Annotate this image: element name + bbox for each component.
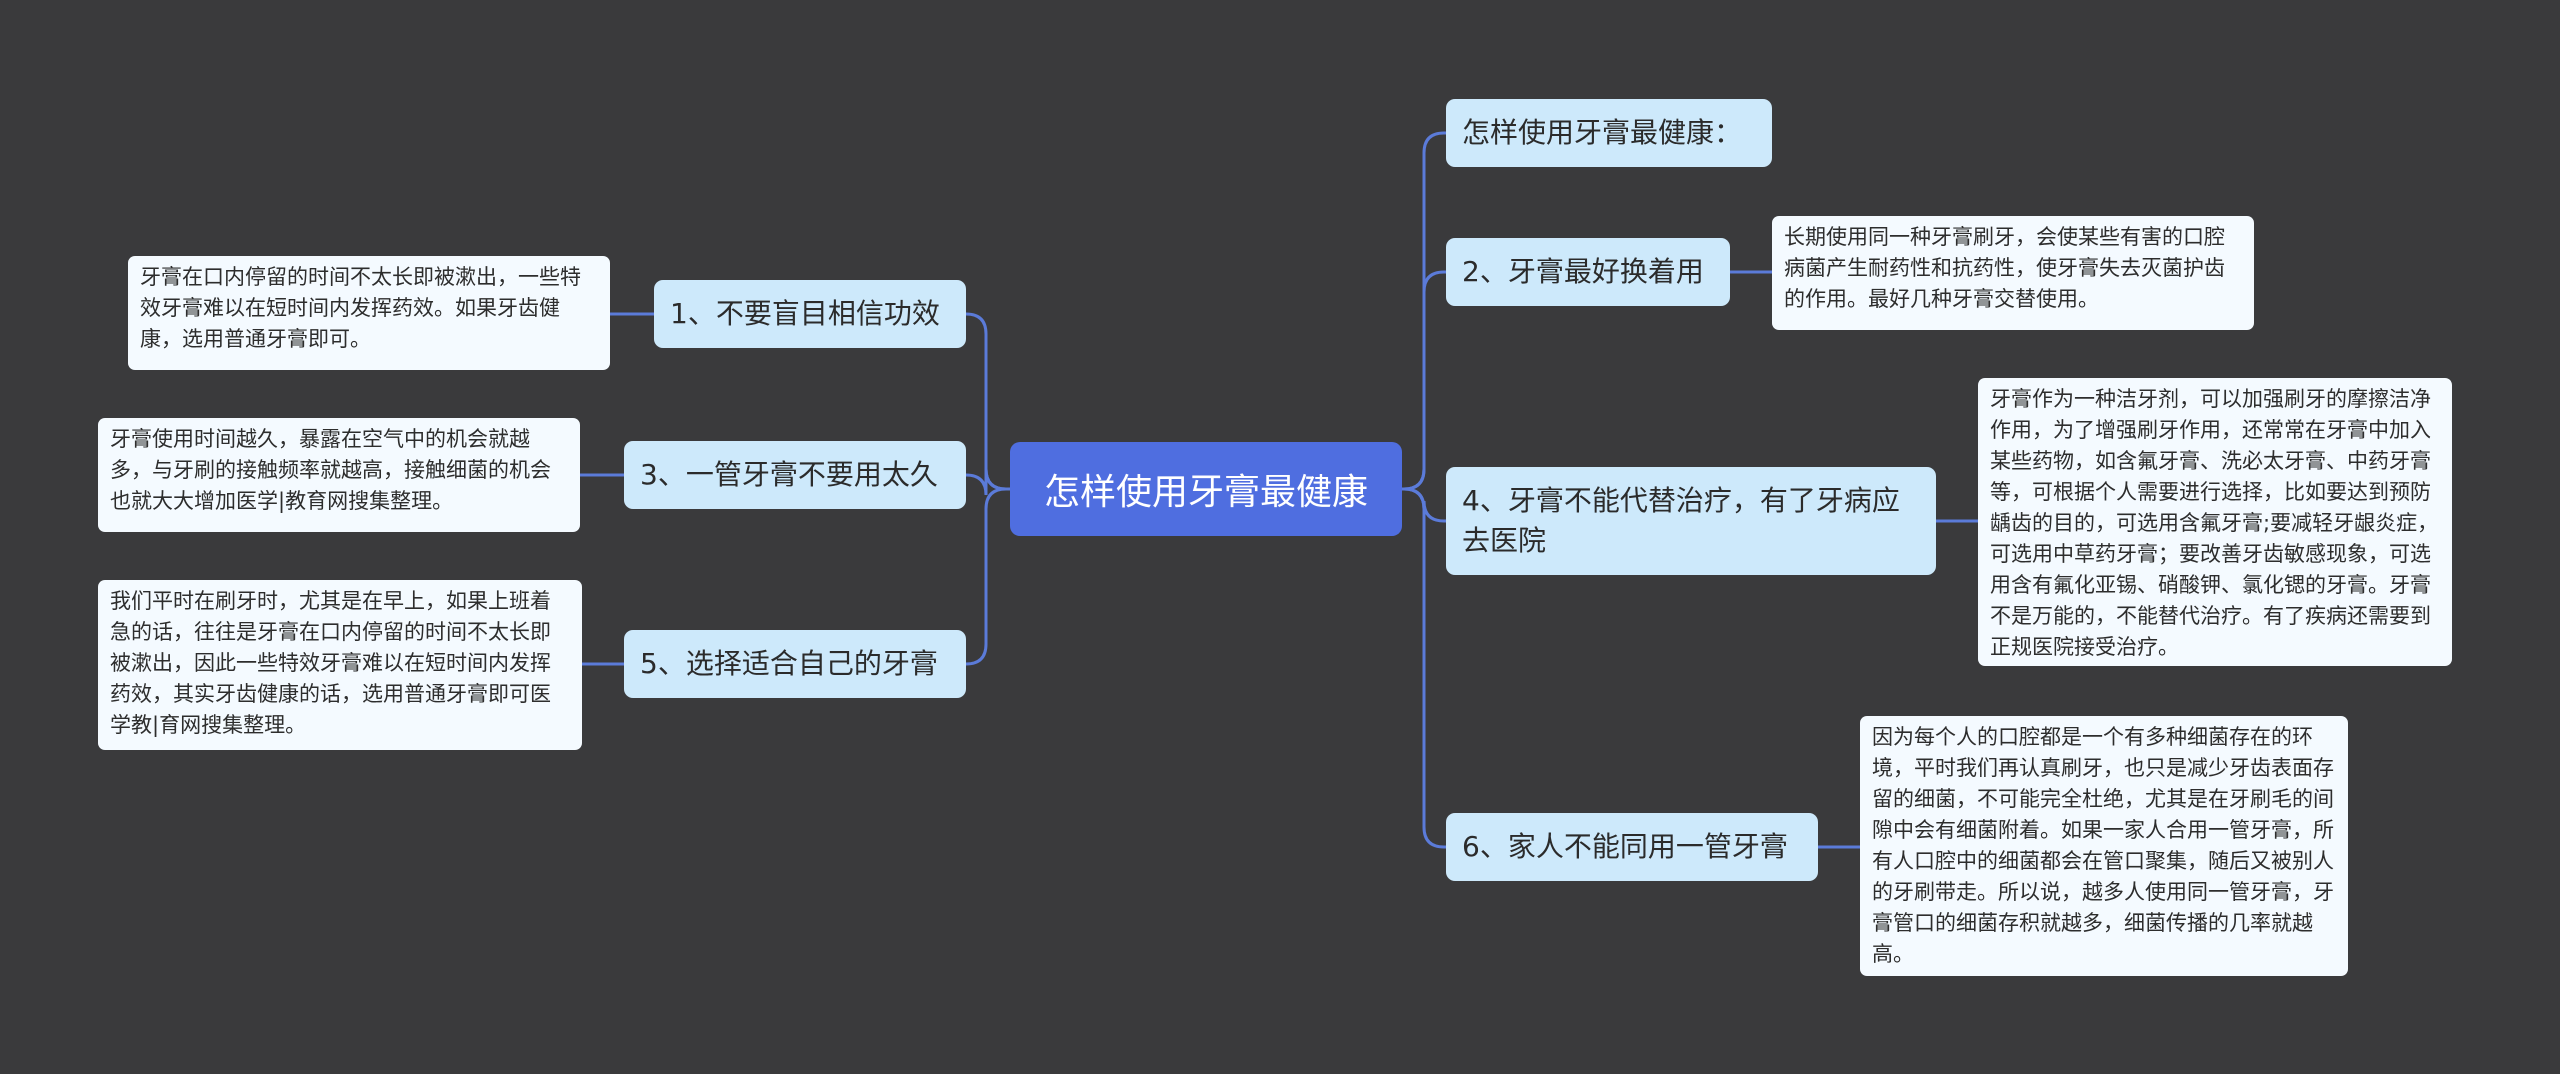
detail-text: 长期使用同一种牙膏刷牙，会使某些有害的口腔病菌产生耐药性和抗药性，使牙膏失去灭菌… xyxy=(1784,225,2225,311)
branch-choose-suitable[interactable]: 5、选择适合自己的牙膏 xyxy=(624,630,966,698)
root-topic-label: 怎样使用牙膏最健康 xyxy=(1043,472,1368,513)
link-root-l0 xyxy=(965,312,1010,491)
detail-text: 牙膏在口内停留的时间不太长即被漱出，一些特效牙膏难以在短时间内发挥药效。如果牙齿… xyxy=(140,265,581,351)
branch-label: 1、不要盲目相信功效 xyxy=(670,297,940,330)
detail-text: 我们平时在刷牙时，尤其是在早上，如果上班着急的话，往往是牙膏在口内停留的时间不太… xyxy=(110,589,551,737)
link-root-r3 xyxy=(1402,487,1446,849)
branch-dont-trust-efficacy[interactable]: 1、不要盲目相信功效 xyxy=(654,280,966,348)
detail-text: 牙膏使用时间越久，暴露在空气中的机会就越多，与牙刷的接触频率就越高，接触细菌的机… xyxy=(110,427,551,513)
branch-label: 2、牙膏最好换着用 xyxy=(1462,255,1704,288)
branch-how-to-use[interactable]: 怎样使用牙膏最健康： xyxy=(1446,99,1772,167)
branch-not-replace-treatment[interactable]: 4、牙膏不能代替治疗，有了牙病应去医院 xyxy=(1446,467,1936,575)
link-root-l2 xyxy=(965,487,1010,666)
detail-choose-suitable: 我们平时在刷牙时，尤其是在早上，如果上班着急的话，往往是牙膏在口内停留的时间不太… xyxy=(98,580,582,750)
detail-rotate-toothpaste: 长期使用同一种牙膏刷牙，会使某些有害的口腔病菌产生耐药性和抗药性，使牙膏失去灭菌… xyxy=(1772,216,2254,330)
branch-label: 4、牙膏不能代替治疗，有了牙病应去医院 xyxy=(1462,484,1900,557)
detail-dont-trust-efficacy: 牙膏在口内停留的时间不太长即被漱出，一些特效牙膏难以在短时间内发挥药效。如果牙齿… xyxy=(128,256,610,370)
branch-label: 怎样使用牙膏最健康： xyxy=(1462,116,1743,149)
link-root-l1 xyxy=(965,468,1010,496)
branch-rotate-toothpaste[interactable]: 2、牙膏最好换着用 xyxy=(1446,238,1730,306)
branch-no-sharing[interactable]: 6、家人不能同用一管牙膏 xyxy=(1446,813,1818,881)
branch-dont-use-too-long[interactable]: 3、一管牙膏不要用太久 xyxy=(624,441,966,509)
link-root-r1 xyxy=(1402,270,1446,491)
detail-text: 因为每个人的口腔都是一个有多种细菌存在的环境，平时我们再认真刷牙，也只是减少牙齿… xyxy=(1872,725,2334,966)
detail-text: 牙膏作为一种洁牙剂，可以加强刷牙的摩擦洁净作用，为了增强刷牙作用，还常常在牙膏中… xyxy=(1990,387,2439,659)
detail-not-replace-treatment: 牙膏作为一种洁牙剂，可以加强刷牙的摩擦洁净作用，为了增强刷牙作用，还常常在牙膏中… xyxy=(1978,378,2452,666)
branch-label: 6、家人不能同用一管牙膏 xyxy=(1462,830,1788,863)
detail-no-sharing: 因为每个人的口腔都是一个有多种细菌存在的环境，平时我们再认真刷牙，也只是减少牙齿… xyxy=(1860,716,2348,976)
branch-label: 5、选择适合自己的牙膏 xyxy=(640,647,938,680)
branch-label: 3、一管牙膏不要用太久 xyxy=(640,458,938,491)
root-topic[interactable]: 怎样使用牙膏最健康 xyxy=(1010,442,1402,536)
detail-dont-use-too-long: 牙膏使用时间越久，暴露在空气中的机会就越多，与牙刷的接触频率就越高，接触细菌的机… xyxy=(98,418,580,532)
